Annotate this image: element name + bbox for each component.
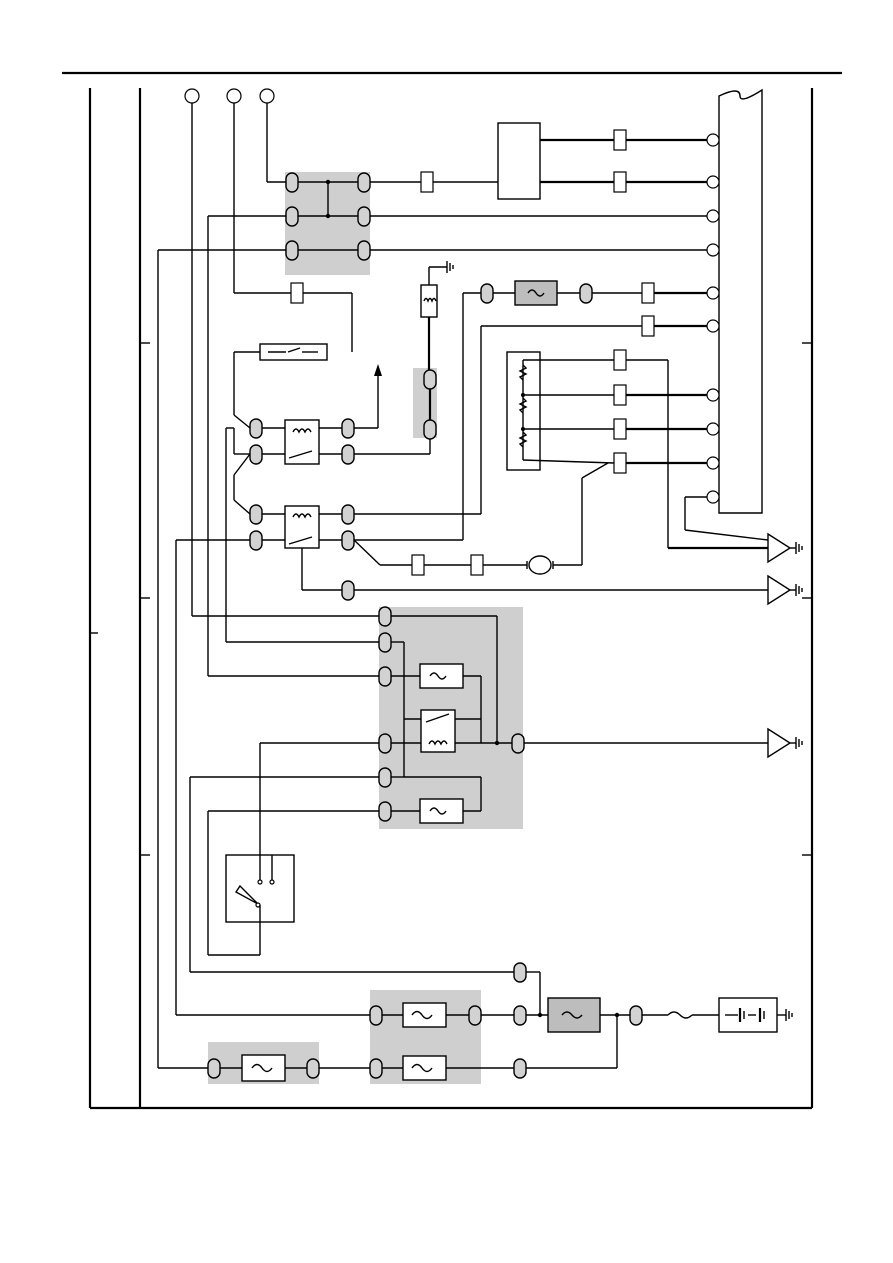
left-bus-wires	[157, 103, 514, 1069]
fuse-top	[462, 280, 707, 540]
top-terminals	[184, 88, 275, 104]
terminal-2	[226, 88, 242, 104]
coil-circuit	[420, 261, 454, 440]
ecu-pins	[706, 133, 720, 504]
terminal-1	[184, 88, 200, 104]
resistor-sensor	[506, 349, 707, 548]
motor-circuit	[353, 462, 609, 576]
main-relay-circuit	[233, 103, 353, 429]
upper-junction	[158, 103, 707, 261]
sensor-box	[497, 122, 541, 200]
relay-2	[249, 504, 768, 601]
sensor-wires	[420, 129, 707, 193]
middle-junction	[207, 427, 768, 955]
relay-1	[233, 364, 431, 515]
junction-blocks	[208, 172, 523, 1084]
motor-icon	[528, 555, 552, 575]
ecu-ground	[668, 496, 803, 759]
terminal-3	[259, 88, 275, 104]
page-frame	[62, 71, 842, 1110]
power-distribution	[207, 962, 793, 1082]
ecu-module	[706, 88, 763, 514]
ignition-switch-icon	[208, 854, 295, 956]
